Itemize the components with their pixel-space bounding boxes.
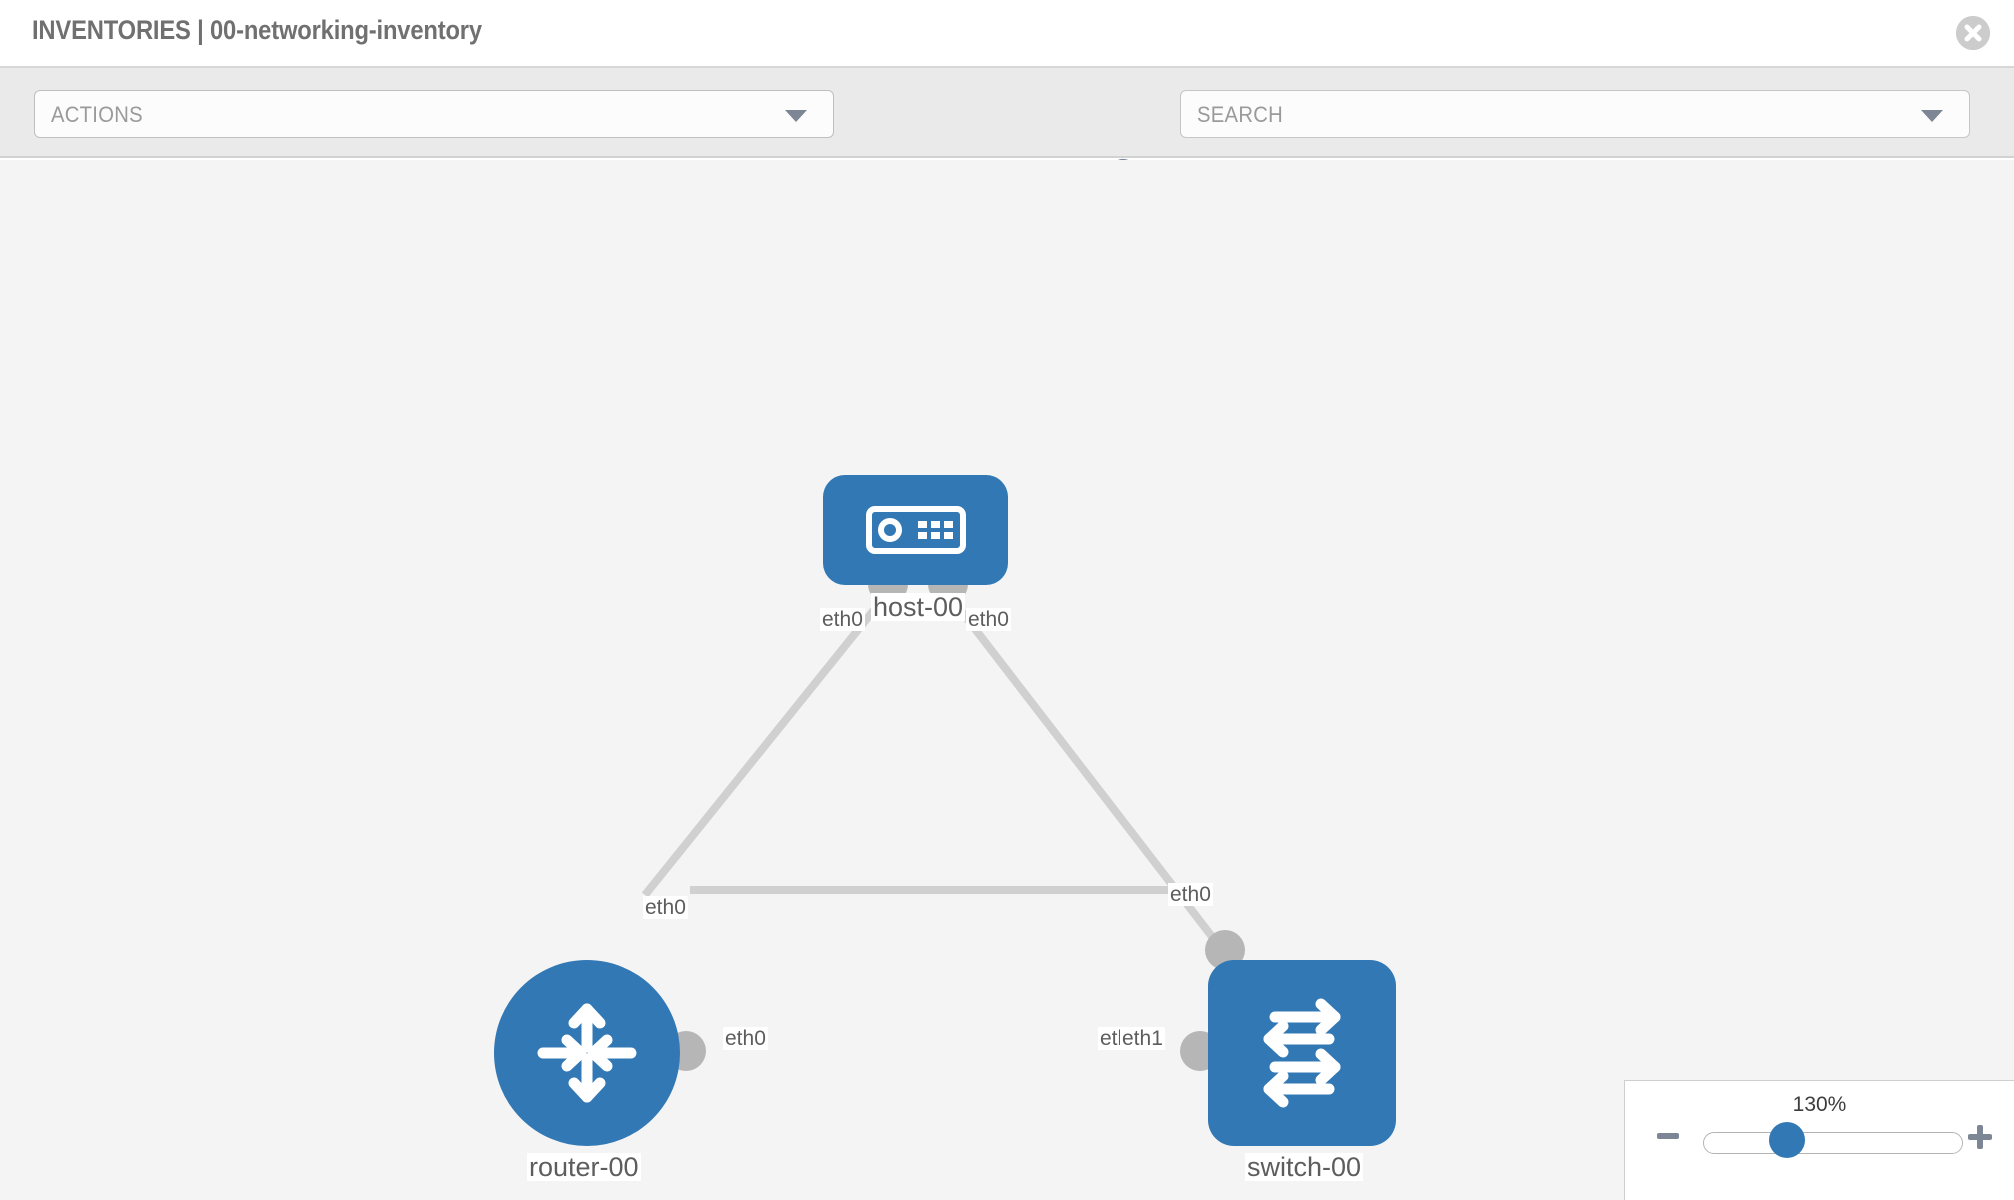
zoom-control-panel: 130% bbox=[1624, 1080, 2014, 1200]
node-host-00-shape[interactable] bbox=[823, 475, 1008, 585]
node-router-00-shape[interactable] bbox=[494, 960, 680, 1146]
iface-label-router-up: eth0 bbox=[643, 896, 688, 920]
topology-edges bbox=[641, 587, 1234, 963]
close-icon[interactable] bbox=[1956, 16, 1990, 50]
node-switch-00-shape[interactable] bbox=[1208, 960, 1396, 1146]
node-router-00-label: router-00 bbox=[527, 1152, 641, 1182]
actions-dropdown-label: ACTIONS bbox=[51, 102, 143, 127]
iface-label-host-left: eth0 bbox=[820, 608, 865, 632]
server-icon bbox=[865, 506, 966, 554]
search-input[interactable]: SEARCH bbox=[1180, 90, 1970, 138]
iface-label-router-right: eth0 bbox=[723, 1027, 768, 1051]
node-host-00-label: host-00 bbox=[871, 592, 966, 622]
switch-arrows-icon bbox=[1263, 998, 1341, 1108]
zoom-percent-label: 130% bbox=[1792, 1093, 1847, 1116]
topology-canvas[interactable]: host-00 bbox=[0, 160, 2014, 1200]
chevron-down-icon[interactable] bbox=[1921, 110, 1943, 122]
iface-label-host-right: eth0 bbox=[966, 608, 1011, 632]
page-title: INVENTORIES | 00-networking-inventory bbox=[32, 15, 482, 45]
node-switch-00[interactable] bbox=[1208, 960, 1396, 1146]
chevron-down-icon bbox=[785, 110, 807, 122]
node-switch-00-label: switch-00 bbox=[1245, 1152, 1364, 1182]
node-router-00[interactable] bbox=[494, 960, 680, 1146]
toolbar: ACTIONS SEARCH bbox=[0, 68, 2014, 193]
plus-icon[interactable] bbox=[1966, 1123, 1994, 1156]
iface-label-switch-left: eth1 bbox=[1120, 1027, 1165, 1051]
minus-icon[interactable] bbox=[1655, 1123, 1681, 1154]
actions-dropdown[interactable]: ACTIONS bbox=[34, 90, 834, 138]
node-host-00[interactable] bbox=[823, 475, 1008, 585]
router-arrows-icon bbox=[537, 1003, 637, 1103]
zoom-slider[interactable] bbox=[1703, 1132, 1963, 1154]
iface-label-switch-up: eth0 bbox=[1168, 883, 1213, 907]
search-placeholder: SEARCH bbox=[1197, 102, 1284, 127]
page-header: INVENTORIES | 00-networking-inventory bbox=[0, 0, 2014, 68]
zoom-slider-thumb[interactable] bbox=[1769, 1122, 1805, 1158]
